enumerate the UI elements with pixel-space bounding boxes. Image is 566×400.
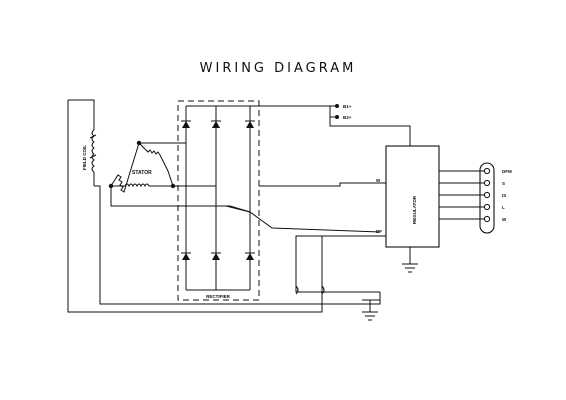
- rectifier-box: [177, 100, 260, 301]
- terminal-dfm-label: DFM: [502, 169, 512, 174]
- battery-terminals: B1+ B2+: [250, 104, 411, 146]
- rectifier-label: RECTIFIER: [206, 294, 231, 299]
- terminal-s-label: S: [502, 181, 505, 186]
- b1-label: B1+: [343, 104, 352, 109]
- regulator: W DF REGULATOR: [376, 145, 440, 273]
- regulator-label: REGULATOR: [412, 195, 417, 224]
- b2-label: B2+: [343, 115, 352, 120]
- diode-upper-2: [211, 120, 221, 128]
- stator-delta: STATOR: [108, 140, 176, 193]
- diode-lower-2: [211, 252, 221, 260]
- terminal-w-label: W: [502, 217, 507, 222]
- terminal-is-label: IS: [502, 193, 506, 198]
- terminal-l-label: L: [502, 205, 505, 210]
- crossover-2: [321, 285, 325, 295]
- diagram-title: WIRING DIAGRAM: [200, 61, 357, 76]
- rectifier-diodes: [181, 105, 255, 291]
- df-label: DF: [376, 229, 382, 234]
- stator-label: STATOR: [132, 170, 152, 176]
- diode-lower-1: [181, 252, 191, 260]
- diode-upper-1: [181, 120, 191, 128]
- w-label: W: [376, 178, 381, 183]
- crossover-1: [295, 285, 299, 295]
- diode-upper-3: [245, 120, 255, 128]
- w-line: [259, 182, 386, 187]
- stator-connections: [110, 142, 381, 233]
- field-coil-label: FIELD COIL: [82, 145, 87, 170]
- diode-lower-3: [245, 252, 255, 260]
- ground-symbol: [362, 292, 381, 321]
- terminal-connector: DFM S IS L W: [439, 162, 512, 234]
- df-line: [295, 235, 386, 293]
- field-coil-circuit: FIELD COIL: [67, 99, 381, 313]
